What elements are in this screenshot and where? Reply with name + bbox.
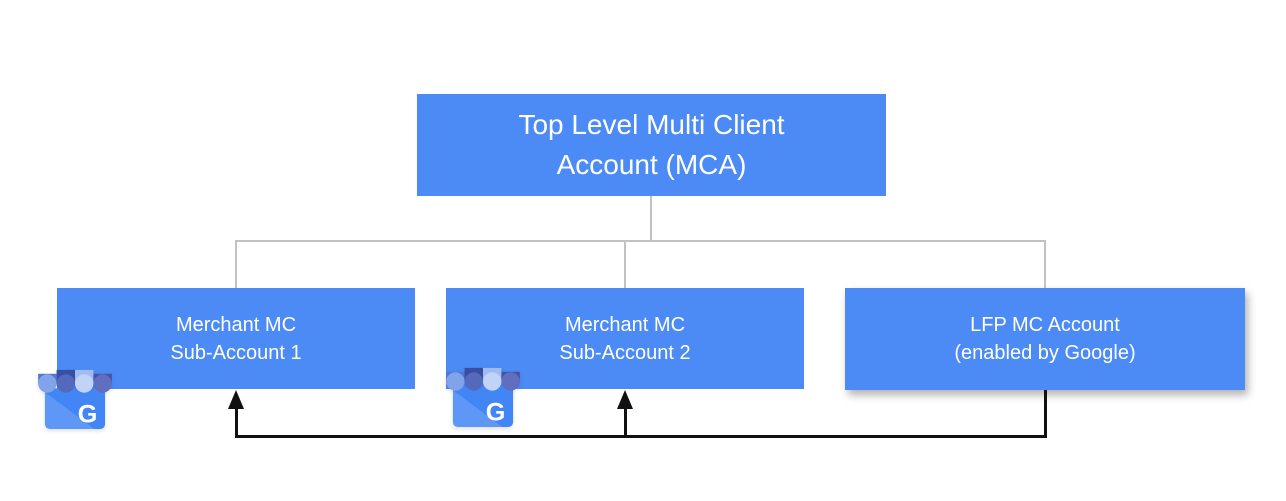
connector-root-vertical [650,196,652,241]
node-lfp-mc-account: LFP MC Account (enabled by Google) [845,288,1245,390]
arrowhead-into-sub1 [228,390,244,409]
node-label-line2: Sub-Account 1 [170,341,302,364]
node-label-line1: Merchant MC [175,313,297,336]
arrow-line-horizontal [235,435,1047,438]
node-label-line2: Sub-Account 2 [559,341,691,364]
node-label-line2: Account (MCA) [556,149,747,180]
node-label-line1: Merchant MC [564,313,686,336]
business-profile-icon: G [446,367,520,428]
g-letter: G [78,400,98,428]
awning [446,367,520,391]
g-letter: G [486,398,506,426]
connector-horizontal-bus [235,240,1046,242]
arrow-line-to-sub1 [235,406,238,436]
awning [38,369,112,393]
connector-drop-sub1 [235,242,237,288]
node-top-level-mca: Top Level Multi Client Account (MCA) [417,94,886,196]
node-label-line1: LFP MC Account [970,314,1120,336]
node-merchant-sub-account-2: Merchant MC Sub-Account 2 [446,288,804,389]
node-merchant-sub-account-1: Merchant MC Sub-Account 1 [57,288,415,389]
node-label-line1: Top Level Multi Client [518,109,785,140]
business-profile-icon: G [38,369,112,430]
node-label-line2: (enabled by Google) [954,342,1136,364]
connector-drop-lfp [1044,242,1046,288]
arrow-line-to-sub2 [624,406,627,436]
arrowhead-into-sub2 [617,390,633,409]
arrow-line-from-lfp [1044,390,1047,437]
connector-drop-sub2 [624,242,626,288]
